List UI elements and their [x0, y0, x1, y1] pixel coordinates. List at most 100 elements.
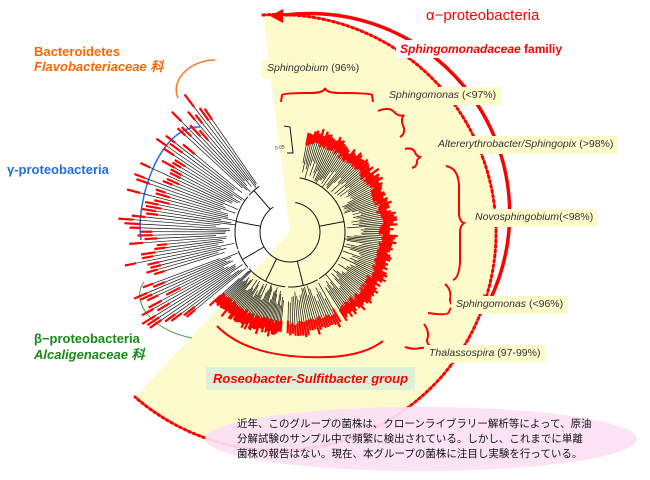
- branch: [158, 204, 237, 222]
- branch: [305, 144, 313, 170]
- branch: [199, 135, 248, 187]
- clade-label-novosphingobium: Novosphingobium(<98%): [470, 209, 599, 227]
- leaf-label-bacteroidetes: [187, 110, 196, 121]
- branch: [344, 174, 361, 188]
- leaf-label-roseobacter: [274, 320, 279, 335]
- branch: [331, 168, 355, 193]
- leaf-label-roseobacter: [219, 296, 228, 307]
- branch: [259, 284, 272, 319]
- note-text: 近年、このグループの菌株は、クローンライブラリー解析等によって、原油 分解試験の…: [237, 417, 591, 462]
- branch: [309, 147, 321, 176]
- leaf-label-gamma: [169, 142, 184, 154]
- leaf-label-sphingomonadaceae: [337, 145, 348, 159]
- leaf-label-sphingomonadaceae: [358, 161, 369, 171]
- branch: [359, 253, 376, 259]
- leaf-label-roseobacter: [235, 309, 245, 323]
- branch: [302, 145, 307, 164]
- branch: [238, 279, 258, 307]
- bacteroidetes-bracket: [175, 59, 216, 99]
- branch: [330, 281, 347, 303]
- leaf-label-sphingomonadaceae: [348, 296, 361, 309]
- branch: [326, 162, 350, 190]
- branch: [359, 215, 381, 220]
- leaf-label-roseobacter: [272, 323, 277, 336]
- branch: [302, 145, 309, 173]
- leaf-label-gamma: [146, 268, 158, 274]
- branch: [244, 296, 254, 312]
- branch: [246, 290, 259, 310]
- alpha-proteobacteria-title: α−proteobacteria: [426, 7, 540, 24]
- tree-leaf-labels: [118, 93, 398, 338]
- leaf-label-thalassospira: [300, 321, 305, 336]
- leaf-label-gamma: [156, 243, 168, 247]
- branch: [352, 220, 383, 226]
- branch: [224, 270, 250, 294]
- branch: [332, 287, 345, 303]
- leaf-label-gamma: [145, 204, 162, 210]
- branch: [182, 152, 235, 191]
- branch: [339, 285, 351, 298]
- branch: [202, 123, 249, 181]
- branch: [143, 236, 227, 244]
- root-arc: [259, 201, 321, 263]
- branch: [305, 144, 311, 165]
- leaf-label-sphingomonadaceae: [348, 302, 358, 312]
- note-line: 近年、このグループの菌株は、クローンライブラリー解析等によって、原油: [237, 418, 592, 430]
- leaf-label-sphingomonadaceae: [378, 242, 393, 246]
- leaf-label-beta: [165, 286, 181, 296]
- leaf-label-sphingomonadaceae: [309, 134, 314, 145]
- branch: [165, 192, 221, 211]
- leaf-label-roseobacter: [259, 316, 266, 330]
- leaf-label-roseobacter: [258, 317, 264, 329]
- branch: [298, 299, 303, 322]
- branch: [265, 299, 272, 320]
- branch: [358, 204, 380, 212]
- branch: [301, 294, 307, 321]
- leaf-label-sphingomonadaceae: [376, 255, 391, 262]
- branch: [133, 219, 216, 227]
- branch: [150, 167, 226, 203]
- leaf-label-roseobacter: [214, 292, 226, 304]
- leaf-label-roseobacter: [254, 319, 262, 335]
- branch: [158, 267, 236, 318]
- leaf-label-sphingomonadaceae: [372, 191, 385, 199]
- leaf-label-sphingomonadaceae: [371, 193, 386, 201]
- leaf-label-sphingomonadaceae: [376, 196, 389, 204]
- clade-stem-gamma: [235, 221, 261, 227]
- branch: [334, 278, 356, 300]
- leaf-label-sphingomonadaceae: [346, 152, 356, 164]
- leaf-label-gamma: [141, 207, 157, 213]
- leaf-label-sphingomonadaceae: [343, 305, 354, 318]
- leaf-label-beta: [152, 281, 166, 289]
- clade-arc-beta: [237, 250, 249, 268]
- clade-label-altererythrobacter: Altererythrobacter/Sphingopix (>98%): [433, 136, 619, 154]
- branch: [336, 270, 362, 292]
- clade-arc-sphingomonadaceae: [299, 177, 346, 280]
- branch: [327, 284, 342, 306]
- leaf-label-sphingomonadaceae: [380, 214, 395, 219]
- leaf-label-sphingomonadaceae: [315, 133, 322, 144]
- leaf-label-gamma: [141, 255, 154, 260]
- genus: Thalassospira: [429, 347, 495, 359]
- leaf-label-sphingomonadaceae: [333, 139, 343, 155]
- leaf-label-thalassospira: [327, 314, 334, 326]
- branch: [350, 184, 371, 197]
- branch: [185, 166, 233, 197]
- branch: [337, 165, 355, 184]
- genus: Sphingomonas: [456, 298, 527, 310]
- branch: [178, 183, 239, 210]
- leaf-label-sphingomonadaceae: [364, 280, 378, 291]
- branch: [315, 150, 332, 182]
- leaf-label-thalassospira: [330, 315, 337, 326]
- leaf-label-thalassospira: [321, 318, 327, 329]
- leaf-label-sphingomonadaceae: [381, 223, 398, 227]
- leaf-label-gamma: [171, 161, 182, 169]
- branch: [158, 214, 236, 226]
- branch: [323, 152, 340, 179]
- leaf-label-sphingomonadaceae: [375, 208, 387, 214]
- note-line: 菌株の報告はない。現在、本グループの菌株に注目し実験を行っている。: [237, 448, 583, 460]
- clade-arc-gamma: [234, 196, 249, 250]
- branch: [152, 260, 227, 295]
- branch: [155, 241, 224, 253]
- branch: [194, 269, 243, 308]
